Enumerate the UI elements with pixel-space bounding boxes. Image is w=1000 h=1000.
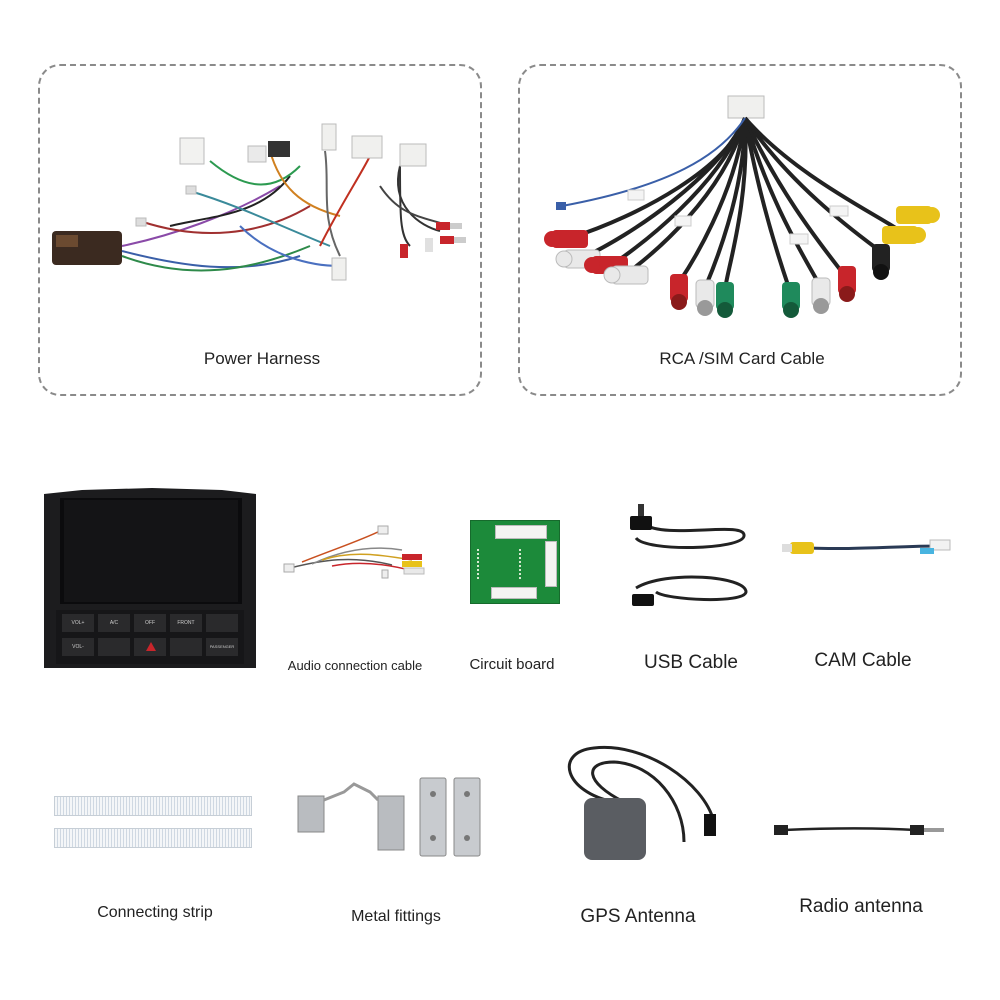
gps-antenna-label: GPS Antenna (580, 906, 696, 927)
cam-cable-image (782, 539, 951, 554)
seat-heat-button[interactable] (170, 638, 202, 656)
rca-sim-cable-panel: RCA /SIM Card Cable (518, 64, 962, 396)
usb-cable-image (630, 504, 748, 606)
ac-button[interactable]: A/C (98, 614, 130, 632)
rca-sim-cable-image (544, 95, 940, 318)
audio-connection-cable-label: Audio connection cable (287, 658, 423, 673)
off-button[interactable]: OFF (134, 614, 166, 632)
hazard-button[interactable] (134, 638, 166, 656)
radio-antenna-image (774, 825, 944, 835)
passenger-button[interactable]: PASSENGER (206, 638, 238, 656)
hazard-icon (146, 642, 156, 651)
gps-antenna-image (567, 745, 716, 860)
metal-fittings-label: Metal fittings (351, 908, 441, 925)
head-unit-buttons: VOL+ A/C OFF FRONT VOL- PASSENGER (62, 614, 238, 656)
cam-cable-label: CAM Cable (814, 650, 912, 671)
circuit-board-label: Circuit board (469, 656, 555, 673)
vol-down-button[interactable]: VOL- (62, 638, 94, 656)
connecting-strip-image (54, 796, 252, 848)
usb-cable-label: USB Cable (644, 652, 738, 673)
power-harness-label: Power Harness (203, 349, 321, 368)
rca-sim-cable-label: RCA /SIM Card Cable (659, 349, 825, 368)
front-defrost-button[interactable]: FRONT (170, 614, 202, 632)
fan-button[interactable] (206, 614, 238, 632)
metal-fittings-image (297, 777, 481, 857)
driver-seat-button[interactable] (98, 638, 130, 656)
audio-connection-cable-image (283, 525, 425, 579)
power-harness-image (52, 123, 466, 281)
radio-antenna-label: Radio antenna (799, 896, 923, 917)
power-harness-panel: Power Harness (38, 64, 482, 396)
circuit-board-image (470, 520, 560, 604)
head-unit: VOL+ A/C OFF FRONT VOL- PASSENGER (42, 486, 258, 670)
vol-up-button[interactable]: VOL+ (62, 614, 94, 632)
connecting-strip-label: Connecting strip (97, 904, 213, 921)
